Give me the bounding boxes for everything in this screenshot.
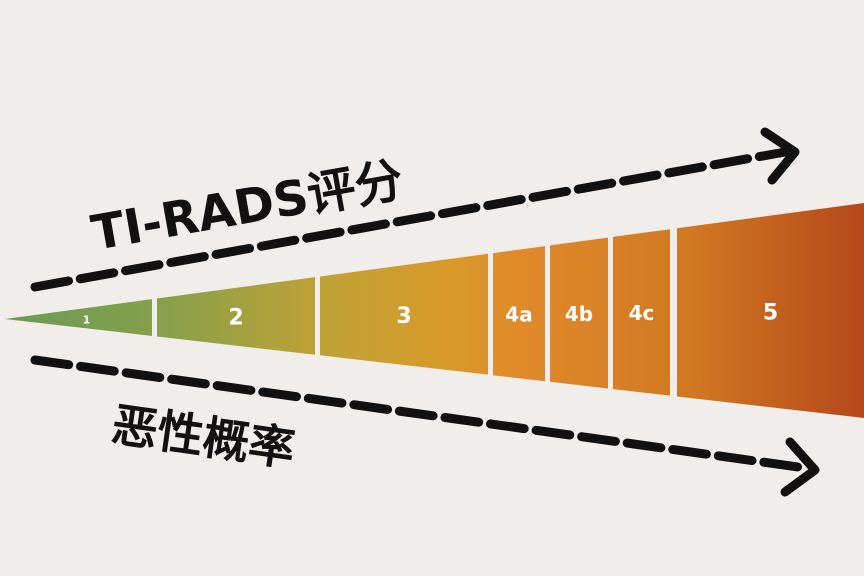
segment-4c xyxy=(613,229,670,396)
segment-label: 3 xyxy=(396,304,411,329)
segment-5 xyxy=(677,203,864,418)
segment-label: 4b xyxy=(565,302,593,326)
segment-label: 2 xyxy=(228,306,243,331)
segment-1 xyxy=(5,299,152,336)
wedge: 1 2 3 4a 4b 4c 5 xyxy=(5,203,864,418)
title-malignancy: 恶性概率 xyxy=(108,397,298,476)
segment-4b xyxy=(550,237,608,389)
segment-label: 5 xyxy=(763,300,778,325)
segment-label: 4c xyxy=(629,301,655,325)
bottom-arrowhead-icon xyxy=(780,437,820,497)
segment-label: 4a xyxy=(505,302,532,326)
segment-4a xyxy=(493,246,545,382)
segment-label: 1 xyxy=(83,313,91,326)
top-arrowhead-icon xyxy=(760,127,800,185)
segment-2 xyxy=(157,277,315,355)
bottom-dashed-arrow-line xyxy=(30,355,810,473)
top-dashed-arrow-line xyxy=(30,147,790,292)
segment-3 xyxy=(320,253,488,375)
